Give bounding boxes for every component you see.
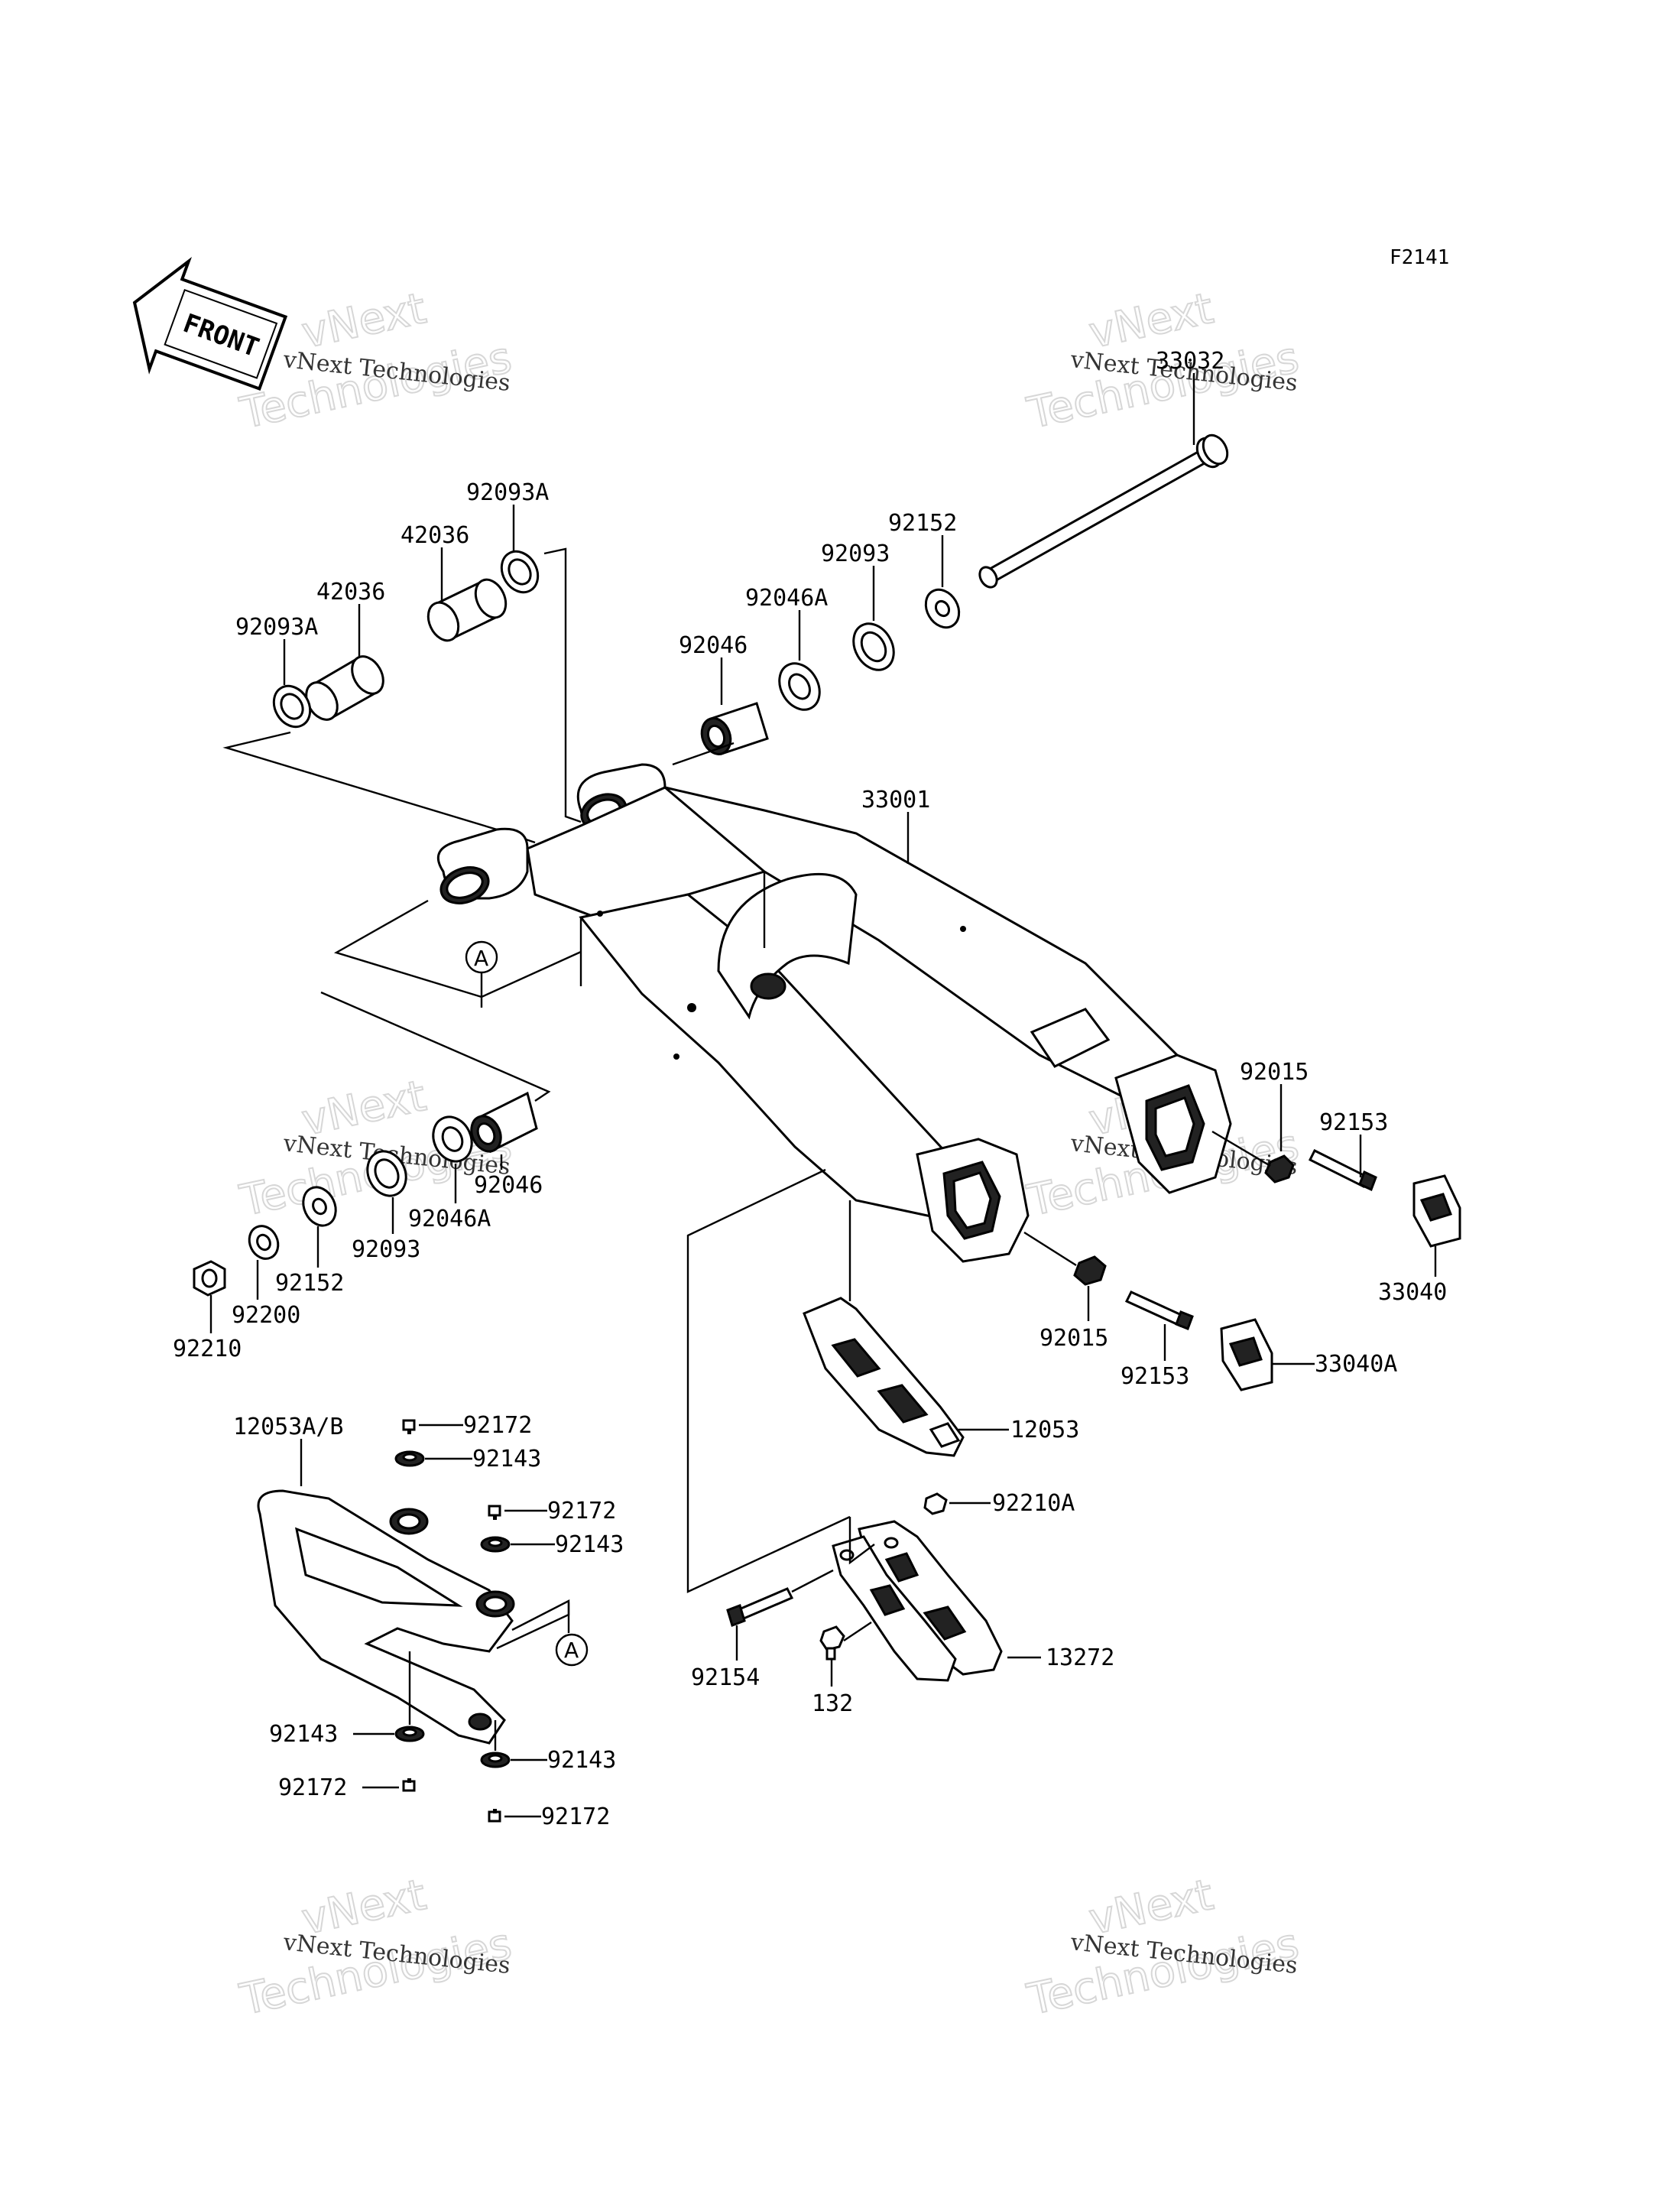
front-arrow-icon: FRONT: [132, 256, 288, 391]
bolt-92172-2: [488, 1505, 501, 1520]
washer-92143-4: [480, 1752, 511, 1768]
adjuster-bolt-92153-lower: [1124, 1291, 1194, 1330]
label-132: 132: [812, 1690, 853, 1717]
label-92015-right: 92015: [1240, 1059, 1309, 1086]
label-13272: 13272: [1046, 1644, 1114, 1671]
bolt-92172-4: [488, 1809, 501, 1823]
label-92143-1: 92143: [472, 1446, 541, 1472]
label-92093A-left: 92093A: [235, 614, 318, 641]
label-42036-b: 42036: [316, 579, 385, 606]
label-92153-right: 92153: [1319, 1109, 1388, 1136]
svg-text:vNext: vNext: [297, 284, 430, 359]
nut-92015-lower: [1073, 1255, 1107, 1286]
label-92172-3: 92172: [278, 1774, 347, 1801]
label-92153-bot: 92153: [1121, 1363, 1189, 1390]
label-92152-bot: 92152: [275, 1270, 344, 1297]
label-92046A-bot: 92046A: [408, 1206, 491, 1232]
label-92143-4: 92143: [547, 1747, 616, 1774]
nut-92015-right: [1264, 1154, 1295, 1183]
collar-92152-lower: [302, 1186, 337, 1227]
label-33040: 33040: [1378, 1279, 1447, 1306]
sleeve-42036-upper: [426, 578, 508, 642]
callout-marker-a-lower: A: [555, 1633, 589, 1667]
pivot-shaft: [978, 433, 1229, 589]
label-33001: 33001: [861, 787, 930, 813]
washer-92200: [248, 1225, 280, 1260]
label-92210: 92210: [173, 1336, 242, 1362]
seal-92093-top: [852, 622, 895, 671]
needle-bearing-92046-lower: [470, 1091, 538, 1154]
watermark-bottom-left: vNext Technologies vNext Technologies: [235, 1869, 516, 2026]
swingarm-body: [436, 763, 1232, 1263]
label-92015-bot: 92015: [1039, 1325, 1108, 1352]
figure-code: F2141: [1390, 246, 1449, 269]
label-92172-2: 92172: [547, 1498, 616, 1524]
seal-92093A-upper: [500, 550, 540, 594]
bolt-92172-3: [402, 1778, 416, 1792]
label-92046-bot: 92046: [474, 1172, 543, 1199]
label-92172-1: 92172: [463, 1412, 532, 1439]
nut-92210A: [923, 1492, 948, 1515]
seal-92093A-lower: [272, 684, 312, 729]
adjuster-plate-33040A: [1220, 1318, 1273, 1391]
washer-92046A-lower: [432, 1115, 473, 1163]
label-42036-a: 42036: [401, 522, 469, 549]
chain-guide-12053: [803, 1297, 965, 1457]
adjuster-bolt-92153-right: [1308, 1148, 1377, 1192]
needle-bearing-92046-top: [700, 702, 769, 755]
label-92210A: 92210A: [992, 1490, 1075, 1517]
svg-text:A: A: [564, 1638, 579, 1663]
label-92143-2: 92143: [555, 1531, 624, 1558]
nut-92210: [193, 1260, 226, 1297]
label-92143-3: 92143: [269, 1721, 338, 1748]
label-92172-4: 92172: [541, 1804, 610, 1830]
label-92046A-top: 92046A: [745, 585, 828, 612]
washer-92143-2: [480, 1536, 511, 1553]
adjuster-plate-33040: [1412, 1174, 1461, 1248]
chain-slider-12053AB: [257, 1489, 515, 1745]
label-92046-top: 92046: [679, 632, 748, 659]
label-92093-bot: 92093: [352, 1236, 420, 1263]
label-33032: 33032: [1156, 348, 1224, 375]
seal-92093-lower: [366, 1150, 407, 1197]
label-92200: 92200: [232, 1302, 300, 1329]
label-12053: 12053: [1010, 1417, 1079, 1443]
callout-marker-a-upper: A: [465, 940, 498, 974]
washer-92143-1: [394, 1450, 425, 1467]
bolt-92154: [726, 1587, 794, 1627]
bolt-92172-1: [402, 1419, 416, 1434]
label-92093A-top: 92093A: [466, 479, 549, 506]
watermark-mid-left: vNext Technologies vNext Technologies: [235, 1070, 516, 1227]
washer-92143-3: [394, 1726, 425, 1742]
washer-92046A-top: [778, 662, 821, 711]
watermark-top-left: vNext Technologies vNext Technologies: [235, 283, 516, 440]
label-12053AB: 12053A/B: [233, 1414, 344, 1440]
label-92152-top: 92152: [888, 510, 957, 537]
label-33040A: 33040A: [1315, 1351, 1397, 1378]
chain-guard-13272: [832, 1520, 1003, 1682]
sleeve-42036-lower: [305, 655, 384, 721]
label-92154: 92154: [691, 1664, 760, 1691]
bolt-132: [819, 1625, 845, 1661]
label-92093-top: 92093: [821, 541, 890, 567]
collar-92152-top: [924, 588, 961, 629]
svg-text:A: A: [474, 946, 488, 971]
watermark-bottom-right: vNext Technologies vNext Technologies: [1022, 1869, 1303, 2026]
